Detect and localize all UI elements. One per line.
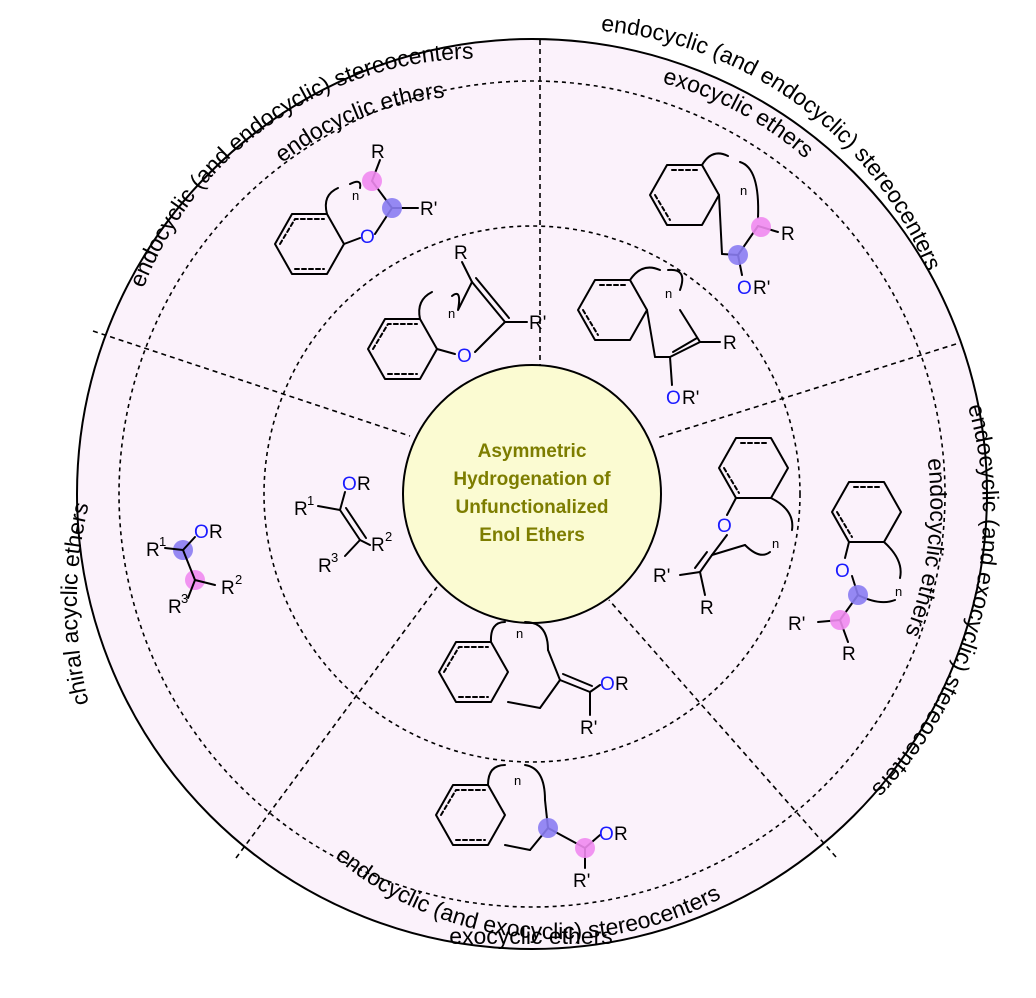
sup-2: 2 <box>235 572 242 587</box>
center-circle <box>402 364 662 624</box>
structure-outer-left: O R R 1 R 2 R 3 <box>146 522 242 618</box>
atom-R-prime: R' <box>682 388 699 409</box>
label-n: n <box>516 626 523 641</box>
label-bottom-inner: exocyclic ethers <box>449 923 613 949</box>
atom-R: R <box>614 824 628 845</box>
atom-R2: R <box>221 578 235 599</box>
atom-R-prime: R' <box>529 313 546 334</box>
atom-R: R <box>209 522 223 543</box>
atom-O: O <box>717 516 732 537</box>
atom-R: R <box>454 243 468 264</box>
structure-outer-bottom: O R R' n <box>435 764 628 892</box>
structure-inner-right: O R' R n <box>653 437 794 619</box>
label-n: n <box>772 536 779 551</box>
atom-O: O <box>737 278 752 299</box>
label-n: n <box>665 286 672 301</box>
atom-R3: R <box>318 556 332 577</box>
atom-R-prime: R' <box>573 871 590 892</box>
atom-R2: R <box>371 535 385 556</box>
atom-O: O <box>666 388 681 409</box>
label-n: n <box>352 188 359 203</box>
structure-inner-top-right: R O R' n <box>577 266 737 409</box>
atom-O: O <box>599 824 614 845</box>
atom-R-prime: R' <box>580 718 597 739</box>
atom-R: R <box>842 644 856 665</box>
structure-outer-top-left: O R R' n <box>274 142 437 275</box>
atom-R: R <box>615 674 629 695</box>
sup-2: 2 <box>385 529 392 544</box>
center-title-line-4: Enol Ethers <box>479 525 585 546</box>
center-title-line-2: Hydrogenation of <box>453 469 611 490</box>
atom-R1: R <box>146 540 160 561</box>
atom-R: R <box>723 333 737 354</box>
sup-3: 3 <box>331 550 338 565</box>
atom-R: R <box>371 142 385 163</box>
atom-O: O <box>360 227 375 248</box>
label-n: n <box>514 773 521 788</box>
sup-3: 3 <box>181 591 188 606</box>
atom-R: R <box>700 598 714 619</box>
atom-O: O <box>342 474 357 495</box>
atom-R-prime: R' <box>653 566 670 587</box>
middle-ring-boundary <box>118 80 946 908</box>
label-n: n <box>895 584 902 599</box>
sup-1: 1 <box>307 493 314 508</box>
atom-R-prime: R' <box>753 278 770 299</box>
atom-R3: R <box>168 597 182 618</box>
center-title-line-3: Unfunctionalized <box>455 497 608 518</box>
center-title-line-1: Asymmetric <box>478 441 587 462</box>
atom-O: O <box>835 561 850 582</box>
atom-R1: R <box>294 499 308 520</box>
sup-1: 1 <box>159 534 166 549</box>
structure-inner-bottom: O R R' n <box>438 621 629 739</box>
structure-inner-top-left: O R R' n <box>367 243 546 380</box>
label-n: n <box>448 306 455 321</box>
structure-inner-left: O R R 1 R 2 R 3 <box>294 474 392 577</box>
structure-outer-right: O R' R n <box>788 481 902 665</box>
atom-R: R <box>357 474 371 495</box>
atom-O: O <box>457 346 472 367</box>
center-title: Asymmetric Hydrogenation of Unfunctional… <box>453 441 611 546</box>
atom-O: O <box>194 522 209 543</box>
atom-R: R <box>781 224 795 245</box>
inner-ring <box>263 225 801 763</box>
sector-dividers <box>92 40 957 859</box>
atom-R-prime: R' <box>788 614 805 635</box>
atom-O: O <box>600 674 615 695</box>
label-n: n <box>740 183 747 198</box>
atom-R-prime: R' <box>420 199 437 220</box>
structure-outer-top-right: R O R' n <box>649 152 795 299</box>
label-left: chiral acyclic ethers <box>56 500 94 708</box>
